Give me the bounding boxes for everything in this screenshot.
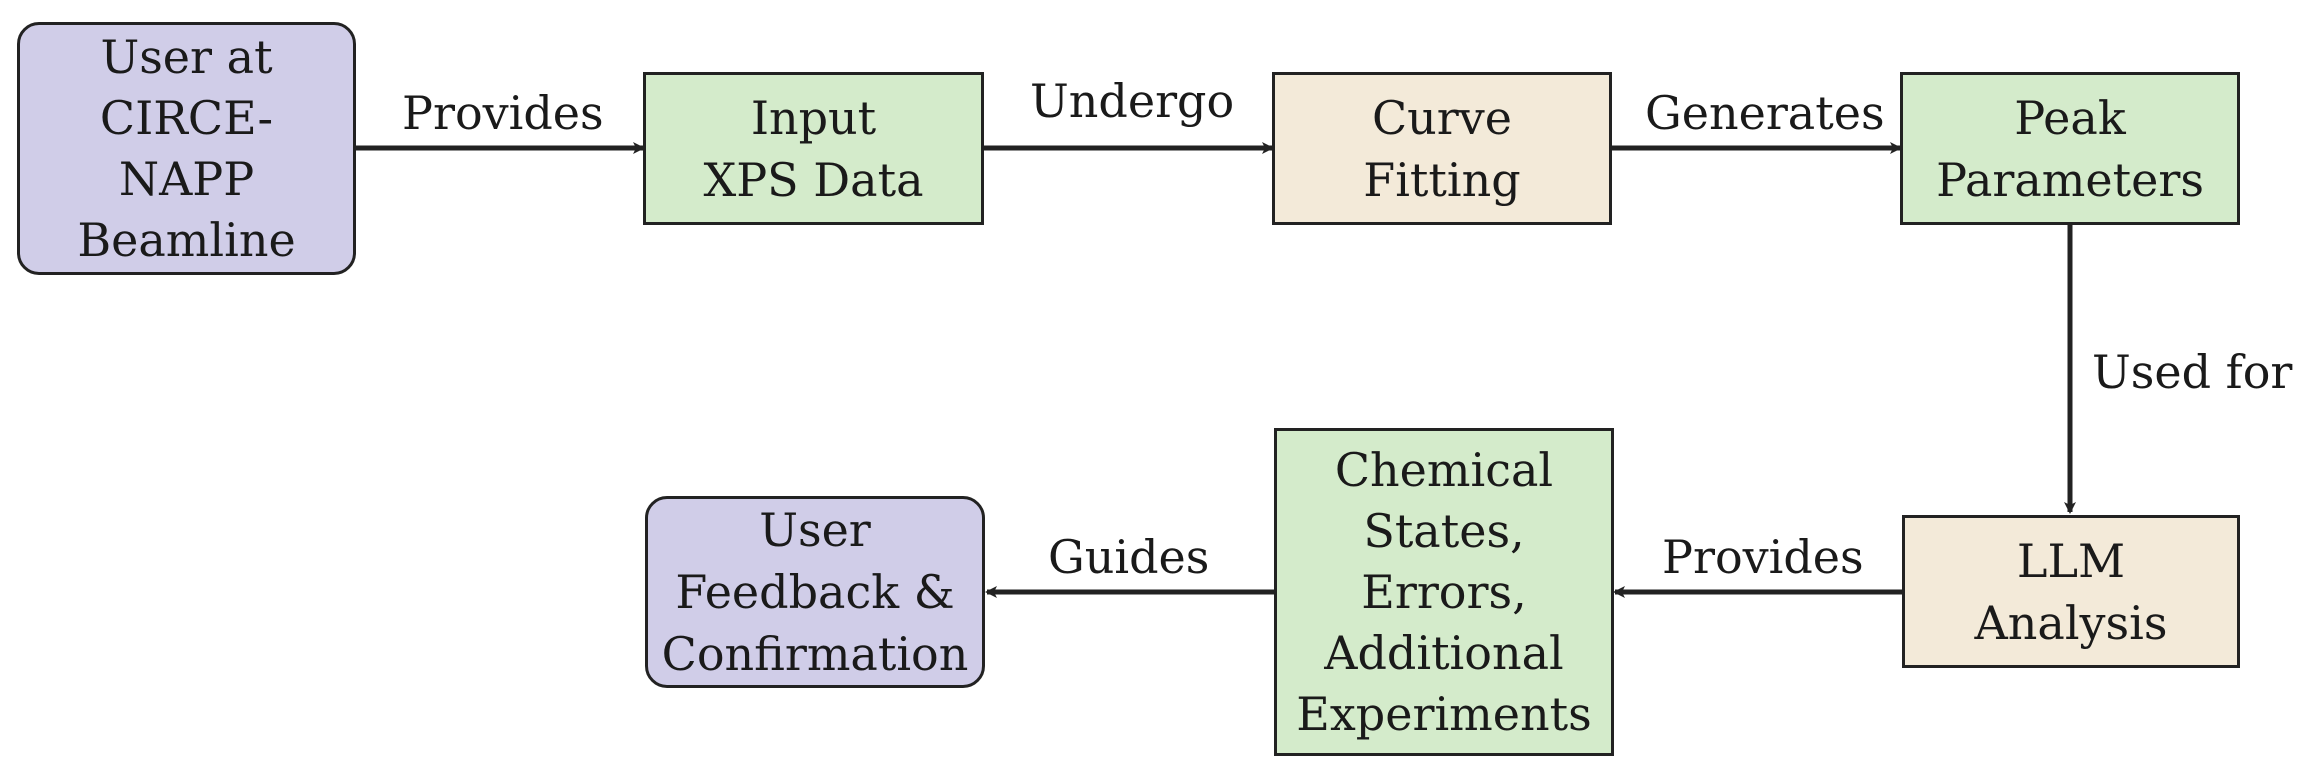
node-line: Feedback &: [675, 565, 955, 619]
node-input-xps-data: Input XPS Data: [643, 72, 984, 225]
edge-label-used-for: Used for: [2092, 345, 2293, 399]
node-line: Analysis: [1974, 595, 2168, 650]
edge-label-generates: Generates: [1645, 86, 1885, 140]
node-line: CIRCE-: [99, 90, 274, 145]
edge-label-provides-2: Provides: [1662, 530, 1864, 584]
node-chemical-states: Chemical States, Errors, Additional Expe…: [1274, 428, 1614, 756]
node-line: User: [759, 503, 871, 557]
node-curve-fitting: Curve Fitting: [1272, 72, 1612, 225]
node-peak-parameters: Peak Parameters: [1900, 72, 2240, 225]
node-line: Chemical: [1334, 442, 1554, 497]
node-line: Fitting: [1363, 152, 1521, 207]
node-line: Experiments: [1296, 686, 1592, 741]
node-line: States,: [1363, 503, 1525, 558]
node-line: Curve: [1371, 90, 1513, 145]
node-line: Parameters: [1936, 152, 2204, 207]
node-line: XPS Data: [703, 152, 924, 207]
node-line: Peak: [2014, 90, 2126, 145]
node-user-feedback: User Feedback & Confirmation: [645, 496, 985, 688]
edge-label-provides: Provides: [402, 86, 604, 140]
node-line: Beamline: [77, 212, 296, 267]
node-line: User at: [100, 29, 273, 84]
node-user-at-beamline: User at CIRCE- NAPP Beamline: [17, 22, 356, 275]
node-line: Input: [750, 90, 877, 145]
edge-label-undergo: Undergo: [1030, 74, 1235, 128]
node-line: LLM: [2016, 533, 2126, 588]
node-line: Confirmation: [661, 627, 969, 681]
node-llm-analysis: LLM Analysis: [1902, 515, 2240, 668]
node-line: Additional: [1324, 625, 1564, 680]
edge-label-guides: Guides: [1048, 530, 1210, 584]
node-line: Errors,: [1361, 564, 1527, 619]
node-line: NAPP: [118, 151, 255, 206]
